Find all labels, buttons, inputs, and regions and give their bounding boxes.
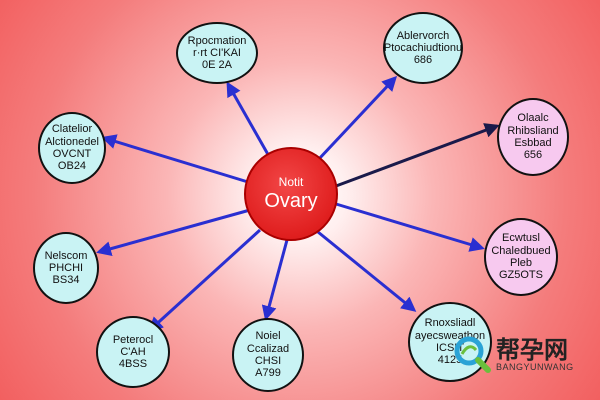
node-left: Clatelior Alctionedel OVCNT OB24 — [38, 112, 106, 184]
edge-to-bottom-left — [147, 228, 262, 333]
node-top-left-line3: 0E 2A — [202, 59, 232, 72]
node-bottom-left-line3: 4BSS — [118, 358, 148, 371]
node-right-low-line2: Chaledbued — [491, 244, 551, 257]
node-bottom-left-line1: Peterocl — [112, 333, 154, 346]
node-top-left-line1: Rpocmation — [187, 34, 247, 47]
node-left-line3: OVCNT — [52, 148, 92, 160]
node-bottom-left-line2: C'AH — [120, 345, 146, 358]
node-right-line1: Olaalc — [517, 112, 549, 125]
node-left-line2: Alctionedel — [45, 135, 99, 148]
edge-to-top-right — [316, 75, 398, 162]
node-top-right-line1: Ablervorch — [396, 29, 450, 42]
node-right-low: Ecwtusl Chaledbued Pleb GZ5OTS — [484, 218, 558, 296]
node-left-low-line1: Nelscom — [44, 249, 88, 262]
node-left-low-line2: PHCHI — [48, 261, 84, 274]
edge-to-right-low — [335, 202, 485, 252]
node-right-line2: Rhibsliand — [507, 124, 559, 137]
node-left-low-line3: BS34 — [52, 274, 80, 287]
node-bottom-mid-line3: CHSI — [254, 355, 282, 367]
node-top-left: Rpocmation r·rt CI'KAI 0E 2A — [176, 22, 258, 84]
center-node: Notit Ovary — [244, 147, 338, 241]
center-node-line2: Ovary — [264, 189, 318, 212]
edge-to-top-left — [226, 81, 272, 159]
node-top-right: Ablervorch Ptocachiudtionu 686 — [383, 12, 463, 84]
node-top-right-line2: Ptocachiudtionu — [383, 41, 463, 54]
node-bottom-right-line1: Rnoxsliadl — [424, 317, 476, 330]
edge-to-bottom-mid — [261, 239, 289, 321]
node-top-right-line3: 686 — [413, 54, 433, 67]
node-right: Olaalc Rhibsliand Esbbad 656 — [497, 98, 569, 176]
edge-to-bottom-right — [317, 230, 417, 312]
edge-to-left-low — [96, 208, 251, 257]
node-bottom-left: Peterocl C'AH 4BSS — [96, 316, 170, 388]
watermark-logo: 帮孕网 BANGYUNWANG — [452, 330, 592, 380]
node-right-line3: Esbbad — [514, 137, 552, 149]
node-left-low: Nelscom PHCHI BS34 — [33, 232, 99, 304]
edge-to-left — [101, 134, 249, 184]
node-left-line1: Clatelior — [51, 123, 93, 136]
node-bottom-mid-line1: Noiel — [255, 330, 281, 343]
node-bottom-mid-line2: Ccalizad — [246, 342, 290, 355]
node-bottom-right: Rnoxsliadl ayecsweatbon ICSIT 4125 — [408, 302, 492, 382]
node-right-low-line4: GZ5OTS — [498, 269, 543, 282]
node-right-line4: 656 — [523, 149, 543, 162]
node-right-low-line3: Pleb — [509, 257, 533, 269]
node-bottom-mid: Noiel Ccalizad CHSI A799 — [232, 318, 304, 392]
node-left-line4: OB24 — [57, 160, 87, 173]
center-node-line1: Notit — [278, 175, 304, 190]
watermark-en-text: BANGYUNWANG — [496, 362, 574, 372]
magnifier-logo-icon — [454, 336, 491, 373]
node-top-left-line2: r·rt CI'KAI — [193, 46, 241, 59]
node-bottom-mid-line4: A799 — [255, 367, 281, 380]
node-right-low-line1: Ecwtusl — [502, 232, 540, 245]
watermark-cn-text: 帮孕网 — [496, 336, 568, 364]
edge-to-right — [335, 123, 500, 188]
